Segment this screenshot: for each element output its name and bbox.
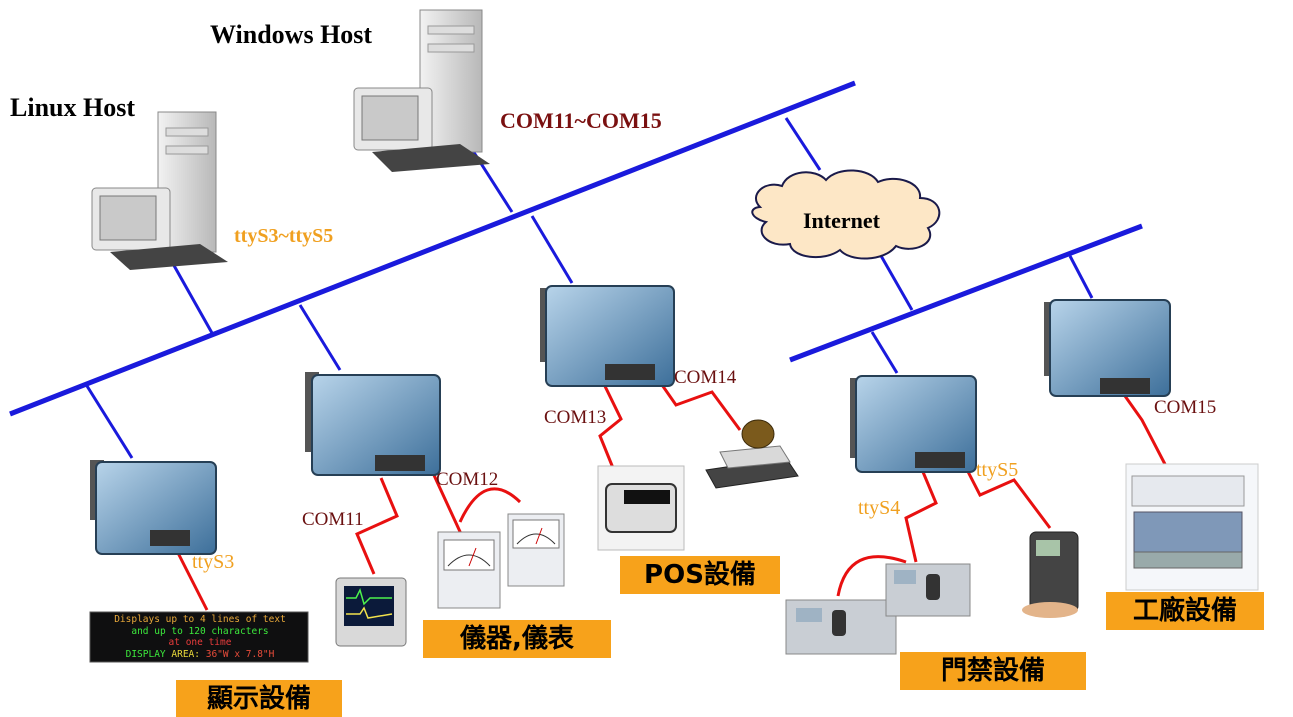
press-brake-machine (1125, 463, 1259, 591)
linux-host-computer (91, 111, 228, 270)
led-sign-panel (89, 611, 309, 663)
port-label-com11: COM11 (302, 509, 364, 530)
cable-com13 (598, 377, 623, 469)
internet-label: Internet (803, 208, 880, 233)
device5-drop (1068, 255, 1094, 299)
cable-com11 (355, 477, 399, 575)
analog-meter-2 (507, 513, 565, 587)
category-access: 門禁設備 (900, 652, 1086, 690)
cable-com14 (651, 371, 742, 431)
access-terminal-2 (885, 563, 971, 617)
lan-backbone-line (9, 80, 856, 417)
port-label-com13: COM13 (544, 407, 607, 428)
led-line-4b: AREA: (171, 648, 200, 660)
port-label-com15: COM15 (1154, 397, 1217, 418)
windows-host-computer (353, 9, 490, 172)
led-line-3: at one time (168, 637, 232, 648)
linux-host-label: Linux Host (10, 93, 135, 122)
device-server-2 (305, 372, 441, 476)
led-line-4a: DISPLAY (125, 648, 166, 660)
cable-ttys3 (173, 546, 209, 611)
remote-lan-line (789, 223, 1143, 363)
pos-scale (705, 419, 799, 489)
device4-drop (870, 331, 899, 374)
cable-com12 (431, 472, 522, 537)
led-line-4c: 36"W x 7.8"H (205, 648, 275, 660)
pos-printer (597, 465, 685, 551)
cable-ttys4 (904, 459, 938, 563)
cable-com15 (1123, 395, 1170, 471)
port-label-ttys4: ttyS4 (858, 497, 901, 519)
device2-drop (298, 304, 342, 371)
category-instruments: 儀器,儀表 (423, 620, 611, 658)
port-label-com14: COM14 (674, 367, 737, 388)
port-label-com12: COM12 (436, 469, 499, 490)
hand-reader (1022, 531, 1079, 618)
internet-drop-up (784, 117, 822, 171)
windows-host-label: Windows Host (210, 20, 373, 49)
access-terminal-1 (785, 599, 897, 655)
category-display: 顯示設備 (176, 680, 342, 717)
device-server-3 (540, 285, 675, 387)
patient-monitor (335, 577, 407, 647)
cable-ttys4-b (836, 555, 907, 597)
port-label-ttys5: ttyS5 (976, 459, 1019, 481)
internet-cloud-shape (751, 169, 941, 260)
led-line-1: Displays up to 4 lines of text (114, 614, 286, 625)
linux-port-range: ttyS3~ttyS5 (234, 225, 334, 247)
category-factory: 工廠設備 (1106, 592, 1264, 630)
device-server-1 (90, 460, 217, 555)
linux-host-drop (170, 261, 214, 334)
windows-port-range: COM11~COM15 (500, 108, 662, 133)
category-pos: POS設備 (620, 556, 780, 594)
device-server-5 (1044, 299, 1171, 397)
led-line-4: DISPLAY AREA: 36"W x 7.8"H (95, 649, 305, 661)
device3-drop (530, 215, 574, 284)
device-server-4 (850, 375, 977, 473)
device1-drop (85, 385, 134, 459)
led-sign-text: Displays up to 4 lines of text and up to… (95, 614, 305, 660)
cable-ttys5 (960, 459, 1052, 529)
analog-meter-1 (437, 531, 501, 609)
port-label-ttys3: ttyS3 (192, 551, 235, 573)
led-line-2: and up to 120 characters (131, 625, 269, 637)
